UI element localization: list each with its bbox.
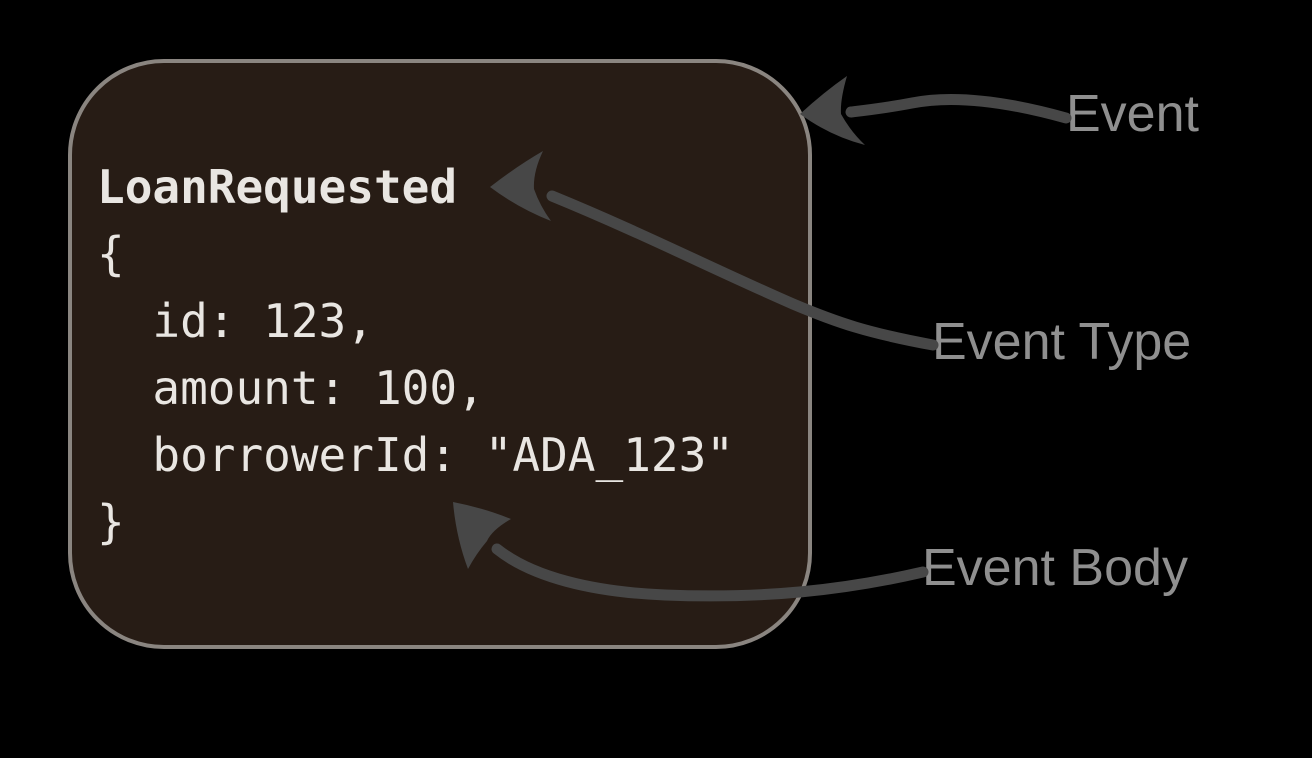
event-arrow: [800, 76, 1072, 145]
event-body-field-id: id: 123,: [97, 294, 374, 348]
event-body-label: Event Body: [922, 539, 1188, 597]
event-body-open-brace: {: [97, 227, 125, 281]
event-body-close-brace: }: [97, 495, 125, 549]
event-type-name: LoanRequested: [97, 160, 458, 214]
event-type-label: Event Type: [932, 313, 1192, 371]
event-code-block: LoanRequested { id: 123, amount: 100, bo…: [97, 154, 734, 556]
event-body-field-amount: amount: 100,: [97, 361, 485, 415]
event-body-field-borrowerid: borrowerId: "ADA_123": [97, 428, 734, 482]
event-label: Event: [1066, 85, 1199, 143]
event-arrow-line: [845, 94, 1072, 124]
